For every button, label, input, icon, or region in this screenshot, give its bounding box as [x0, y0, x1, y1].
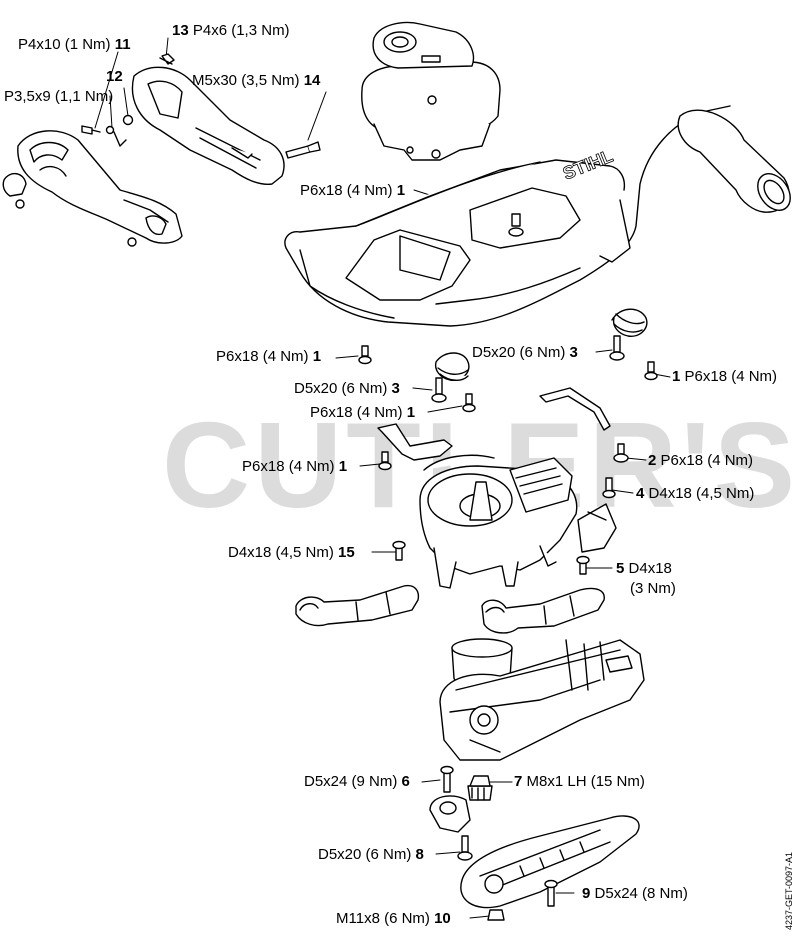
callout-4: 4 D4x18 (4,5 Nm) [636, 485, 755, 502]
callout-5-torque: (3 Nm) [630, 580, 676, 597]
callout-12-spec: P3,5x9 (1,1 Nm) [4, 88, 114, 105]
trigger-knob-part [2, 173, 137, 247]
callout-9: 9 D5x24 (8 Nm) [582, 885, 688, 902]
mount-bracket [429, 795, 471, 833]
document-id: 4237-GET-0097-A1 [784, 851, 794, 930]
bracket-left [377, 423, 453, 461]
callout-10: M11x8 (6 Nm) 10 [336, 910, 451, 927]
gear-cover-plate [460, 815, 640, 909]
callout-1-mid: P6x18 (4 Nm) 1 [310, 404, 416, 421]
engine-assembly [419, 454, 578, 589]
callout-14: M5x30 (3,5 Nm) 14 [192, 72, 321, 89]
handle-shell-left [17, 130, 183, 244]
callout-1-right: 1 P6x18 (4 Nm) [672, 368, 778, 385]
callout-1-left: P6x18 (4 Nm) 1 [216, 348, 322, 365]
callout-6: D5x24 (9 Nm) 6 [304, 773, 410, 790]
exhaust-pipe-left [295, 584, 420, 627]
screw-9-and-plug-10 [487, 879, 558, 921]
screw-6-and-nut-7 [440, 765, 493, 801]
callout-15: D4x18 (4,5 Nm) 15 [228, 544, 355, 561]
intake-right [577, 503, 617, 553]
callout-3-mid: D5x20 (6 Nm) 3 [294, 380, 400, 397]
callout-1-frame: P6x18 (4 Nm) 1 [300, 182, 406, 199]
spring-mid [434, 352, 470, 381]
callout-12: 12 [106, 68, 123, 85]
callout-7: 7 M8x1 LH (15 Nm) [514, 773, 645, 790]
callout-11: P4x10 (1 Nm) 11 [18, 36, 131, 53]
gear-housing [439, 639, 645, 761]
callout-8: D5x20 (6 Nm) 8 [318, 846, 424, 863]
callout-2: 2 P6x18 (4 Nm) [648, 452, 754, 469]
main-handle-frame [284, 105, 731, 327]
screw-11-12 [81, 114, 134, 147]
callout-13: 13 P4x6 (1,3 Nm) [172, 22, 290, 39]
grip-tube [677, 109, 791, 213]
handle-shell-right [131, 66, 285, 185]
screw-13 [159, 53, 175, 65]
screw-1-frame [508, 213, 524, 237]
clutch-drum [451, 638, 513, 685]
screw-8 [457, 835, 473, 861]
callout-3-right: D5x20 (6 Nm) 3 [472, 344, 578, 361]
bracket-right [539, 387, 611, 431]
fuel-tank [361, 21, 501, 161]
small-screws [358, 335, 658, 575]
exhaust-pipe-right [481, 587, 605, 634]
callout-1-lower: P6x18 (4 Nm) 1 [242, 458, 348, 475]
spring-upper-right [611, 308, 648, 337]
callout-5: 5 D4x18 [616, 560, 672, 577]
screw-14 [285, 141, 321, 159]
